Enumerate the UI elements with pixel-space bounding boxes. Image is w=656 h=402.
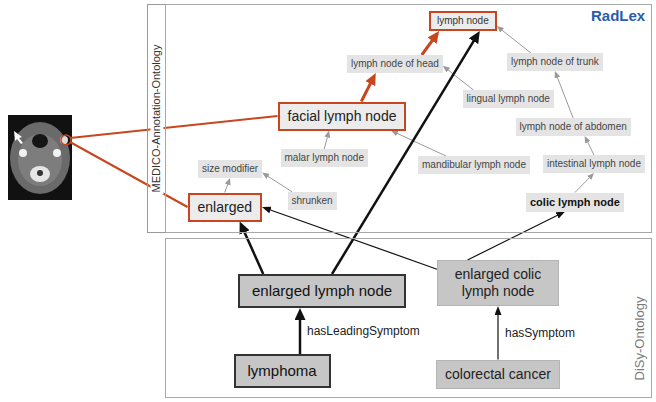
term-box: lymph node <box>429 11 497 31</box>
ct-body <box>10 122 70 194</box>
ontology-panel: DiSy-Ontology enlarged lymph node enlarged… <box>165 238 652 398</box>
term-label: lymph node of abdomen <box>520 121 627 133</box>
term-box: mandibular lymph node <box>418 156 530 174</box>
ct-vertebra <box>30 166 50 182</box>
term-label: lymph node of head <box>351 58 439 70</box>
term-box: malar lymph node <box>281 149 368 167</box>
term-label: shrunken <box>292 195 333 207</box>
term-box: lymphoma <box>234 354 331 388</box>
term-label: lymph node of trunk <box>511 56 599 68</box>
relation-arrow <box>324 134 328 149</box>
term-box: lymph node of abdomen <box>516 118 631 136</box>
ontology-band: MEDICO-Annotation-Ontology <box>147 4 166 233</box>
ct-vessel <box>53 149 61 157</box>
term-box: lymph node of head <box>347 55 443 73</box>
relation-arrow <box>575 176 592 193</box>
annotation-marker <box>61 135 71 145</box>
annotation-leader <box>70 116 278 138</box>
relation-label: hasSymptom <box>503 326 577 340</box>
relation-arrow <box>556 74 573 118</box>
term-label: enlarged <box>198 199 253 216</box>
ct-scan-image <box>8 115 72 200</box>
term-label: colorectal cancer <box>445 366 551 383</box>
ct-spinal-canal <box>37 170 43 176</box>
term-box: size modifier <box>198 160 262 178</box>
ontology-panel: RadLex lymph node lymph node of head lymph … <box>165 4 652 233</box>
term-label: enlarged lymph node <box>252 282 392 300</box>
term-label: lingual lymph node <box>467 93 550 105</box>
term-box: colic lymph node <box>526 193 624 212</box>
term-box: facial lymph node <box>278 102 407 131</box>
term-box: lingual lymph node <box>463 90 554 108</box>
ct-soft-tissue <box>18 134 62 186</box>
ontology-title: RadLex <box>591 7 645 25</box>
relation-arrow <box>242 227 263 274</box>
term-box: colorectal cancer <box>436 360 560 389</box>
ct-vessel <box>19 149 27 157</box>
relation-arrow <box>394 132 446 156</box>
term-label: size modifier <box>202 163 258 175</box>
relation-arrow <box>225 181 229 192</box>
term-box: shrunken <box>288 192 337 210</box>
relation-arrow <box>586 139 594 155</box>
ontology-title: MEDICO-Annotation-Ontology <box>150 43 163 195</box>
term-box: enlarged lymph node <box>238 274 406 308</box>
relation-label: hasLeadingSymptom <box>305 324 422 338</box>
term-label: enlarged colic lymph node <box>446 266 550 300</box>
term-label: mandibular lymph node <box>422 159 526 171</box>
term-box: enlarged <box>188 193 263 222</box>
relation-arrow <box>361 78 373 101</box>
term-box: intestinal lymph node <box>543 155 645 173</box>
relation-arrow <box>497 311 498 360</box>
ct-pointer-arrow <box>14 131 23 144</box>
relation-arrow <box>422 36 436 55</box>
relation-arrow <box>265 174 292 192</box>
term-label: lymph node <box>437 15 489 27</box>
term-box: lymph node of trunk <box>507 53 603 71</box>
annotation-leader <box>70 142 188 207</box>
relation-arrow <box>299 314 302 354</box>
ct-background <box>8 115 72 200</box>
term-label: intestinal lymph node <box>547 158 641 170</box>
term-label: colic lymph node <box>530 196 620 209</box>
relation-arrow <box>468 214 562 260</box>
term-label: facial lymph node <box>288 108 397 125</box>
relation-arrow <box>499 28 531 53</box>
ct-airway <box>32 134 48 148</box>
term-box: enlarged colic lymph node <box>437 260 559 306</box>
term-label: malar lymph node <box>285 152 364 164</box>
ontology-title: DiSy-Ontology <box>632 294 647 382</box>
term-label: lymphoma <box>248 362 317 380</box>
